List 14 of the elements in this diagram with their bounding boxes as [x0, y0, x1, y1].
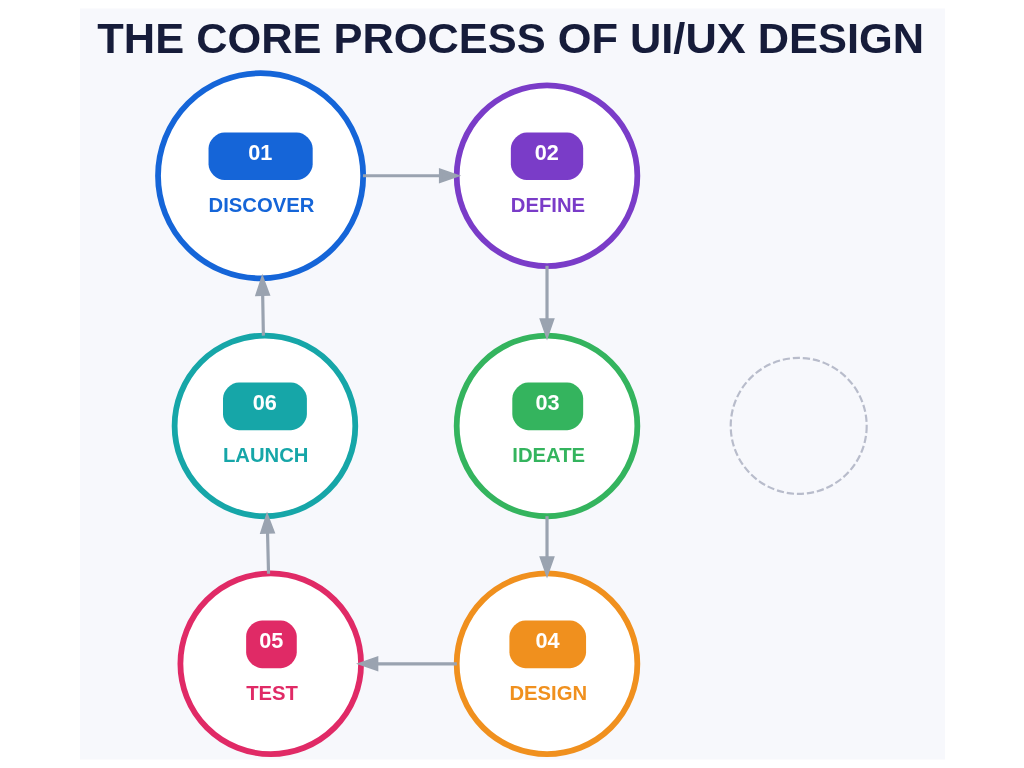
arrow [538, 265, 555, 341]
node-circle: 05 TEST [177, 570, 364, 758]
node-circle: 04 DESIGN [453, 570, 640, 758]
node-circle: 02 DEFINE [453, 82, 640, 269]
arrow [355, 656, 457, 672]
arrow [254, 273, 270, 336]
diagram-title: THE CORE PROCESS OF UI/UX DESIGN [96, 14, 924, 63]
node-circle: 06 LAUNCH [171, 332, 358, 520]
node-circle [729, 356, 868, 495]
arrow [362, 167, 461, 184]
node-circle: 01 DISCOVER [154, 70, 366, 282]
arrow [538, 516, 555, 579]
arrow [259, 511, 275, 574]
node-circle: 03 IDEATE [453, 332, 640, 520]
